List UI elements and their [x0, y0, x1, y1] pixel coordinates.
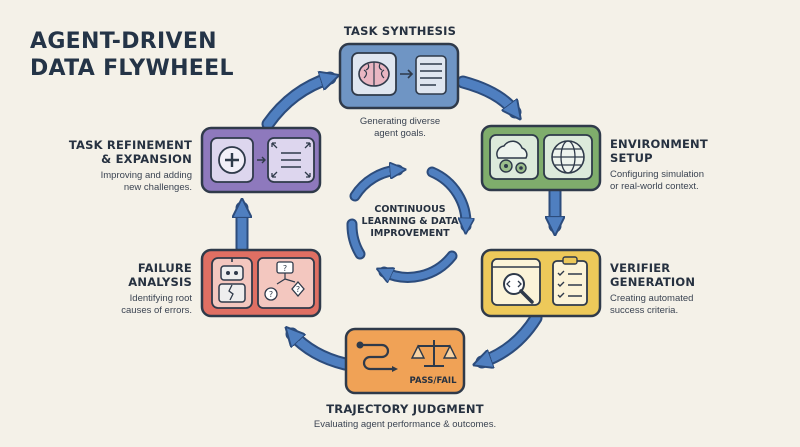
trajectory-judgment-title: TRAJECTORY JUDGMENT: [326, 402, 484, 416]
stage-box-trajectory-judgment: [344, 327, 466, 395]
brain-icon: [351, 52, 397, 96]
globe-icon: [543, 134, 593, 180]
diagram-title-line2: DATA FLYWHEEL: [30, 56, 234, 81]
scales-icon: [410, 340, 458, 367]
arrow-trajectory-to-failure: [292, 334, 352, 371]
stage-box-failure-analysis: ? ? ?: [200, 248, 322, 318]
code-magnifier-icon: [491, 258, 541, 306]
task-refinement-desc-line2: new challenges.: [123, 181, 192, 193]
cloud-gears-icon: [489, 134, 539, 180]
center-label-line3: IMPROVEMENT: [370, 228, 450, 239]
arrow-verifier-to-trajectory: [482, 311, 543, 362]
center-cycle-arrows: [346, 170, 466, 277]
label-verifier-generation: VERIFIER GENERATION Creating automated s…: [610, 261, 695, 316]
diagram-title: AGENT-DRIVEN DATA FLYWHEEL: [30, 28, 234, 82]
failure-analysis-title-line2: ANALYSIS: [128, 275, 192, 289]
decision-flow-icon: ? ? ?: [257, 257, 315, 309]
arrow-refinement-to-synthesis: [261, 78, 330, 131]
environment-setup-title-line2: SETUP: [610, 151, 653, 165]
verifier-generation-desc-line2: success criteria.: [610, 304, 679, 316]
stage-box-task-refinement: [200, 126, 322, 194]
checklist-icon: [552, 256, 588, 306]
label-environment-setup: ENVIRONMENT SETUP Configuring simulation…: [610, 137, 708, 192]
diagram-title-line1: AGENT-DRIVEN: [30, 29, 217, 54]
robot-icon: [211, 257, 253, 309]
center-label: CONTINUOUS LEARNING & DATA IMPROVEMENT: [360, 204, 460, 240]
failure-analysis-desc-line2: causes of errors.: [121, 304, 192, 316]
goal-list-icon: [400, 55, 447, 95]
label-task-refinement: TASK REFINEMENT & EXPANSION Improving an…: [56, 138, 192, 193]
stage-box-verifier-generation: [480, 248, 602, 318]
center-label-line2: LEARNING & DATA: [361, 216, 459, 227]
task-synthesis-desc-line2: agent goals.: [374, 127, 426, 139]
label-task-synthesis: TASK SYNTHESIS: [330, 24, 470, 38]
verifier-generation-title-line2: GENERATION: [610, 275, 696, 289]
environment-setup-title-line1: ENVIRONMENT: [610, 137, 708, 151]
arrow-synthesis-to-environment: [456, 75, 515, 112]
task-synthesis-title: TASK SYNTHESIS: [343, 24, 457, 38]
cycle-arrows: [242, 75, 555, 371]
environment-setup-desc-line1: Configuring simulation: [610, 169, 704, 180]
label-trajectory-judgment: TRAJECTORY JUDGMENT Evaluating agent per…: [270, 402, 540, 431]
environment-setup-desc-line2: or real-world context.: [610, 180, 699, 192]
task-synthesis-desc-line1: Generating diverse: [359, 116, 441, 127]
failure-analysis-title-line1: FAILURE: [137, 261, 192, 275]
trajectory-judgment-desc: Evaluating agent performance & outcomes.: [313, 419, 497, 430]
svg-text:?: ?: [296, 285, 300, 294]
label-failure-analysis: FAILURE ANALYSIS Identifying root causes…: [86, 261, 192, 316]
task-refinement-title-line2: & EXPANSION: [101, 152, 192, 166]
plus-circle-icon: [210, 137, 254, 183]
verifier-generation-desc-line1: Creating automated: [610, 293, 694, 304]
center-label-line1: CONTINUOUS: [374, 204, 446, 215]
desc-task-synthesis: Generating diverse agent goals.: [330, 116, 470, 139]
task-refinement-desc-line1: Improving and adding: [100, 170, 192, 181]
svg-text:?: ?: [283, 264, 287, 273]
stage-box-environment-setup: [480, 124, 602, 192]
svg-text:?: ?: [269, 290, 273, 299]
failure-analysis-desc-line1: Identifying root: [129, 293, 192, 304]
pass-fail-badge: PASS/FAIL: [410, 376, 458, 386]
route-icon: [356, 341, 398, 372]
expand-list-icon: [257, 137, 315, 183]
verifier-generation-title-line1: VERIFIER: [610, 261, 671, 275]
stage-box-task-synthesis: [338, 42, 460, 110]
task-refinement-title-line1: TASK REFINEMENT: [68, 138, 192, 152]
